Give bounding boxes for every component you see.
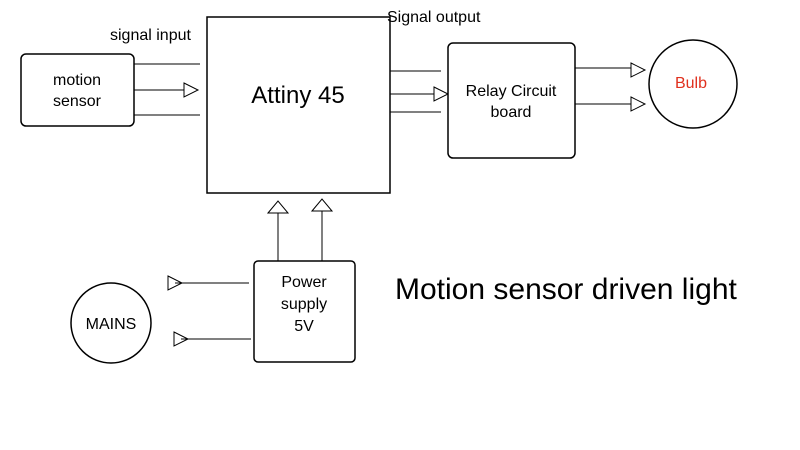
mains-label: MAINS [86,316,137,333]
bulb-arrow-bottom-icon [630,96,647,112]
relay-to-bulb-lines [575,62,647,112]
attiny-block: Attiny 45 [206,16,391,194]
power-arrow-right-icon [310,198,334,212]
relay-block: Relay Circuit board [447,42,576,159]
relay-label-line1: Relay Circuit [466,83,557,100]
power-supply-block: Power supply 5V [253,260,356,363]
signal-output-label: Signal output [387,9,481,26]
motion-sensor-label-line2: sensor [53,93,102,110]
attiny-box [206,16,391,194]
attiny-label: Attiny 45 [251,82,344,109]
diagram-title: Motion sensor driven light [395,273,738,306]
mains-block: MAINS [70,282,152,364]
mains-circle [70,282,152,364]
power-supply-box [253,260,356,363]
signal-arrow-icon [183,82,200,98]
bulb-block: Bulb [648,39,738,129]
power-label-line3: 5V [294,318,314,335]
motion-sensor-label-line1: motion [53,72,101,89]
bulb-circle [648,39,738,129]
bulb-label: Bulb [675,75,707,92]
motion-sensor-block: motion sensor [20,53,135,127]
mains-to-power-lines [167,275,251,347]
attiny-to-relay-signals [390,70,450,113]
bulb-arrow-top-icon [630,62,647,78]
power-to-attiny-lines [266,198,334,261]
output-arrow-icon [433,86,450,102]
motion-sensor-box [20,53,135,127]
relay-label-line2: board [491,104,532,121]
power-label-line1: Power [281,274,327,291]
relay-box [447,42,576,159]
sensor-to-attiny-signals [134,63,200,116]
power-arrow-left-icon [266,200,290,214]
power-label-line2: supply [281,296,327,313]
signal-input-label: signal input [110,27,192,44]
